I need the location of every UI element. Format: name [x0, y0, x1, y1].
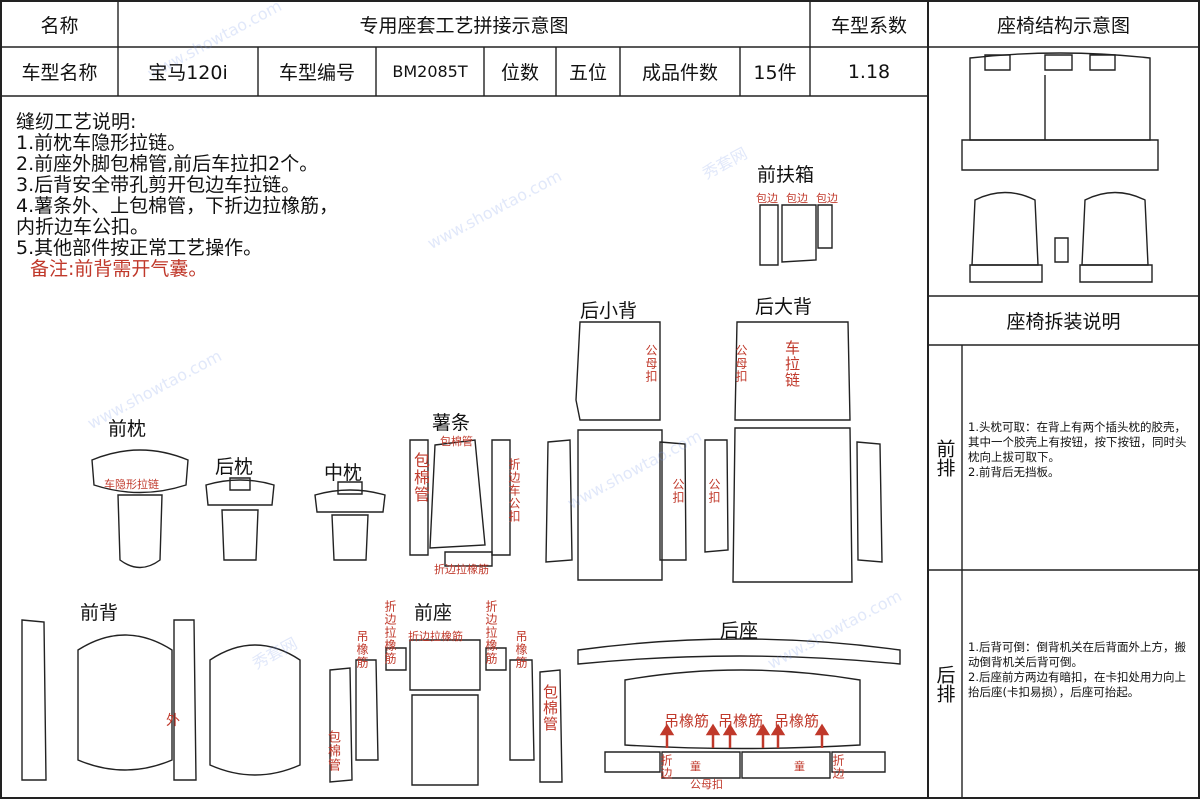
part-label-front-headrest: 前枕 — [108, 418, 147, 440]
note-fold-elastic: 折边拉橡筋 — [383, 600, 397, 665]
front-row-instructions: 1.头枕可取：在背上有两个插头枕的胶壳，其中一个胶壳上有按钮，按下按钮，同时头枕… — [968, 420, 1187, 479]
sewing-note-item: 5.其他部件按正常工艺操作。 — [16, 237, 263, 259]
disassembly-title: 座椅拆装说明 — [1006, 311, 1121, 333]
seats-value: 五位 — [568, 62, 607, 84]
part-label-front-back: 前背 — [80, 602, 119, 624]
model-no: BM2085T — [392, 62, 468, 81]
note-outer: 外 — [166, 713, 180, 729]
note-hanging-elastic: 吊橡筋 — [718, 712, 764, 730]
model-no-label: 车型编号 — [278, 62, 355, 84]
note-male-button: 公扣 — [671, 478, 685, 504]
struct-title: 座椅结构示意图 — [996, 14, 1130, 37]
note-wrap-tube: 包棉管 — [541, 684, 559, 732]
pieces-label: 成品件数 — [641, 62, 718, 84]
name-label: 名称 — [40, 14, 79, 37]
note-sew-zipper: 车拉链 — [783, 340, 801, 388]
model-name: 宝马120i — [148, 62, 228, 84]
rear-row-label: 后排 — [933, 665, 956, 703]
note-hang-elastic: 吊橡筋 — [514, 630, 528, 669]
part-label-rear-seat: 后座 — [720, 620, 759, 642]
coef-label: 车型系数 — [830, 14, 907, 37]
note-fold: 折边 — [831, 754, 845, 780]
part-label-mid-headrest: 中枕 — [324, 462, 363, 484]
note-wrap-tube: 包棉管 — [325, 730, 340, 772]
note-hanging-elastic: 吊橡筋 — [774, 712, 820, 730]
armbox-tag: 包边 — [786, 192, 808, 205]
sewing-note-item: 2.前座外脚包棉管,前后车拉扣2个。 — [16, 153, 319, 175]
note-fold-elastic: 折边拉橡筋 — [408, 630, 463, 643]
sewing-note-item: 4.薯条外、上包棉管，下折边拉橡筋， — [16, 195, 339, 217]
note-invisible-zipper: 车隐形拉链 — [104, 478, 159, 491]
sewing-note-item: 1.前枕车隐形拉链。 — [16, 132, 187, 154]
note-fold: 折边 — [659, 754, 673, 780]
note-cotton-wrap: 包棉管 — [440, 435, 473, 448]
note-female-button: 公母扣 — [690, 778, 723, 791]
sewing-remark: 备注:前背需开气囊。 — [30, 258, 208, 280]
note-fold-male-button: 折边车公扣 — [507, 458, 521, 523]
sheet-title: 专用座套工艺拼接示意图 — [359, 14, 569, 37]
note-female-button: 公母扣 — [734, 344, 748, 383]
coef-value: 1.18 — [847, 60, 891, 83]
seats-label: 位数 — [500, 62, 539, 84]
part-label-rear-headrest: 后枕 — [215, 456, 254, 478]
note-child: 童 — [794, 760, 805, 773]
part-label-rear-small-back: 后小背 — [580, 300, 638, 322]
part-label-front-armbox: 前扶箱 — [757, 164, 815, 186]
sewing-notes: 缝纫工艺说明: 1.前枕车隐形拉链。 2.前座外脚包棉管,前后车拉扣2个。 3.… — [16, 112, 338, 280]
model-name-label: 车型名称 — [21, 62, 98, 84]
sewing-notes-title: 缝纫工艺说明: — [16, 111, 137, 133]
note-male-button: 公扣 — [707, 478, 721, 504]
armbox-tag: 包边 — [816, 192, 838, 205]
sewing-note-item: 3.后背安全带孔剪开包边车拉链。 — [16, 174, 301, 196]
part-label-rear-big-back: 后大背 — [755, 296, 813, 318]
note-female-button: 公母扣 — [644, 344, 658, 383]
note-wrap-cotton-vertical: 包棉管 — [411, 452, 430, 503]
sewing-note-item: 内折边车公扣。 — [16, 216, 150, 238]
part-label-fries-strip: 薯条 — [432, 412, 471, 434]
part-label-front-seat: 前座 — [414, 602, 453, 624]
armbox-tag: 包边 — [756, 192, 778, 205]
note-hang-elastic: 吊橡筋 — [355, 630, 369, 669]
pieces-value: 15件 — [753, 62, 797, 84]
front-row-label: 前排 — [933, 438, 956, 477]
note-fold-elastic: 折边拉橡筋 — [484, 600, 498, 665]
rear-row-instructions: 1.后背可倒：倒背机关在后背面外上方，搬动倒背机关后背可倒。 2.后座前方两边有… — [968, 640, 1186, 699]
note-child: 童 — [690, 760, 701, 773]
note-fold-elastic: 折边拉橡筋 — [434, 563, 489, 576]
note-hanging-elastic: 吊橡筋 — [664, 712, 710, 730]
